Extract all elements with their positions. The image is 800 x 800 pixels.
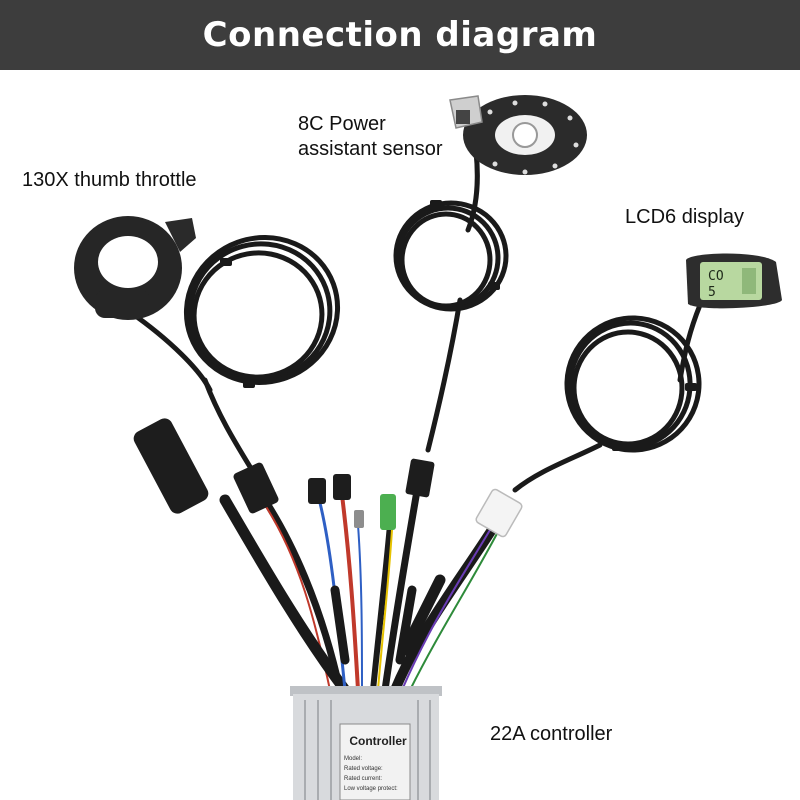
svg-text:Rated voltage:: Rated voltage: [344,766,383,772]
lcd-screen-line1: CO [708,269,724,284]
label-controller: 22A controller [490,723,613,745]
green-connector [380,494,396,530]
label-pas-line1: 8C Power [298,113,386,135]
connectors [133,418,523,538]
label-lcd-display: LCD6 display [625,206,744,228]
throttle-connector [233,462,279,514]
svg-text:Rated current:: Rated current: [344,776,382,782]
controller-unit: Controller Model: Rated voltage: Rated c… [290,686,442,800]
wiring-illustration: CO 5 Controller M [74,95,782,800]
pas-sensor [449,95,587,175]
throttle-cable-coil [183,235,341,385]
svg-text:Low voltage protect:: Low voltage protect: [344,786,398,792]
svg-text:Model:: Model: [344,756,362,762]
diagram-title: Connection diagram [202,15,598,55]
power-lock-connector-b [333,474,351,500]
lcd-lead [677,302,703,383]
label-pas-line2: assistant sensor [298,138,443,160]
pas-to-controller-cable [381,481,422,694]
power-lock-connector-a [308,478,326,504]
throttle-to-controller-cable [264,501,344,694]
brake-sensor-cable [219,494,351,696]
pas-connector [405,458,435,498]
brake-sensor-connector [133,418,209,514]
label-thumb-throttle: 130X thumb throttle [22,169,197,191]
thumb-throttle [74,216,196,320]
label-power-assistant-sensor: 8C Power assistant sensor [298,112,443,162]
header-bar: Connection diagram [0,0,800,70]
lcd-screen-line2: 5 [708,285,716,300]
lcd-connector [475,488,523,538]
power-lock-wire [340,493,360,692]
lcd-cable-coil [564,315,702,453]
controller-plate-heading: Controller [349,734,407,748]
pas-cable-coil [393,200,509,312]
lcd6-display: CO 5 [686,253,782,309]
